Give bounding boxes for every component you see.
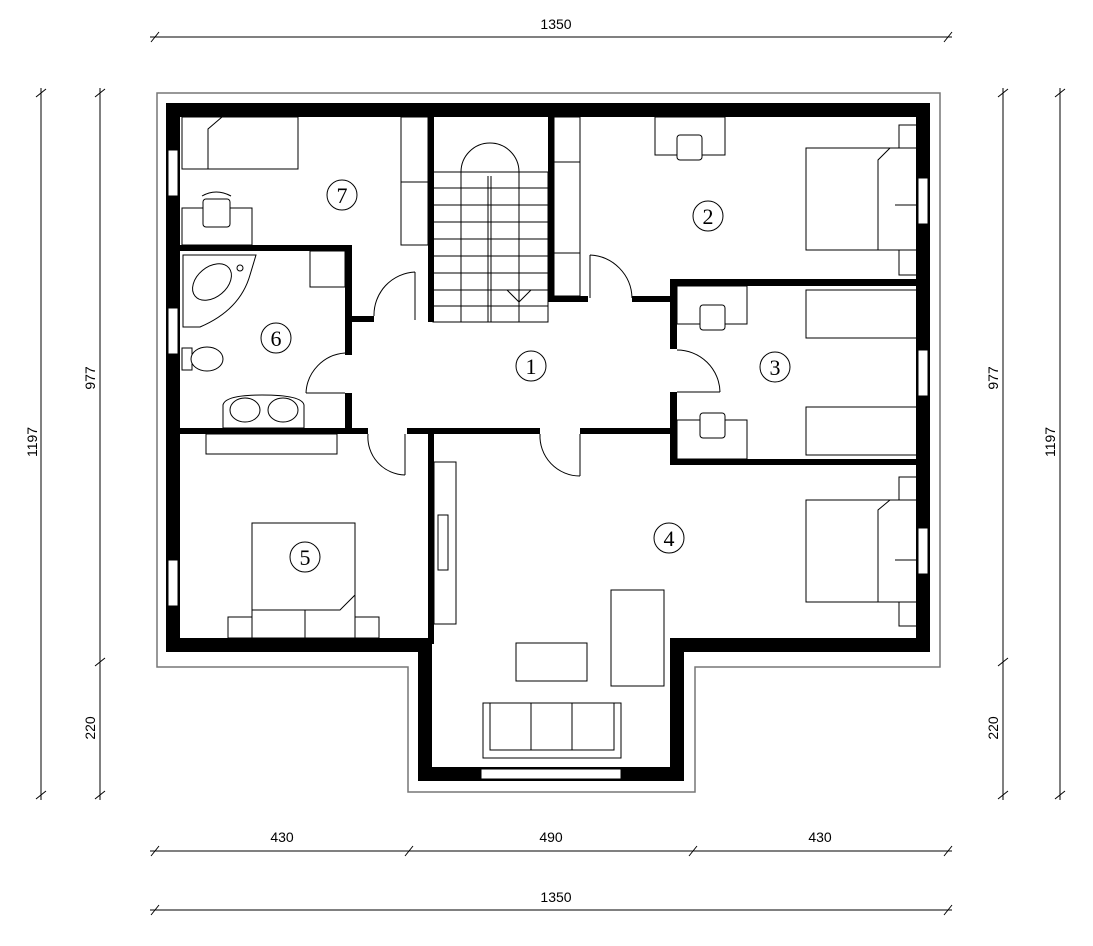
svg-text:430: 430 (808, 829, 832, 845)
room-label-4: 4 (653, 522, 685, 554)
svg-text:2: 2 (703, 204, 714, 229)
dimension-top: 1350 (150, 16, 953, 43)
windows (167, 149, 929, 780)
dimension-right: 977 220 1197 (985, 88, 1066, 800)
room-label-1: 1 (515, 350, 547, 382)
building-outline (156, 92, 941, 793)
dimension-bottom-total: 1350 (150, 889, 953, 916)
svg-text:6: 6 (271, 326, 282, 351)
room-label-5: 5 (289, 541, 321, 573)
doors (305, 254, 721, 477)
wardrobes (400, 116, 581, 625)
svg-text:1350: 1350 (540, 889, 571, 905)
interior-walls (180, 117, 918, 644)
svg-text:4: 4 (664, 526, 675, 551)
svg-text:490: 490 (539, 829, 563, 845)
room-label-2: 2 (692, 200, 724, 232)
svg-text:977: 977 (985, 366, 1001, 390)
svg-text:977: 977 (82, 366, 98, 390)
svg-text:430: 430 (270, 829, 294, 845)
room-label-6: 6 (260, 322, 292, 354)
room-label-7: 7 (326, 179, 358, 211)
dimension-bottom-segments: 430 490 430 (150, 829, 953, 857)
svg-text:5: 5 (300, 545, 311, 570)
svg-text:7: 7 (337, 183, 348, 208)
svg-text:1350: 1350 (540, 16, 571, 32)
svg-text:220: 220 (82, 716, 98, 740)
staircase (432, 142, 549, 323)
svg-text:3: 3 (770, 355, 781, 380)
room-label-3: 3 (759, 351, 791, 383)
svg-text:220: 220 (985, 716, 1001, 740)
dimension-left: 1197 977 220 (24, 88, 106, 800)
furniture (181, 116, 919, 759)
room-labels: 1 2 3 4 5 6 7 (260, 179, 791, 573)
svg-text:1197: 1197 (1042, 427, 1058, 457)
svg-text:1197: 1197 (24, 427, 40, 457)
svg-text:1: 1 (526, 354, 537, 379)
